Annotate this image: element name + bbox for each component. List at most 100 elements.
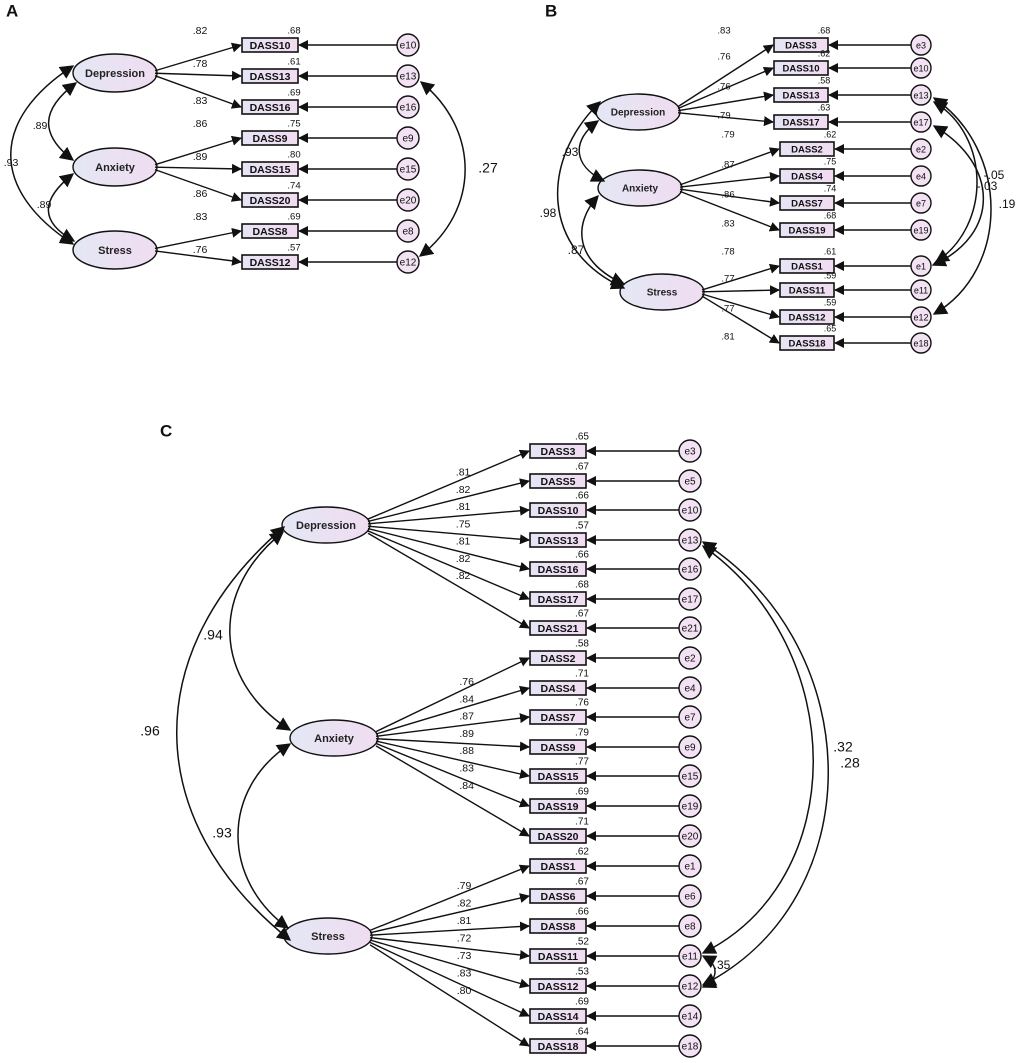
loading-value: .79 <box>717 111 730 122</box>
error-covariance-value: .19 <box>999 197 1016 211</box>
r-square-value: .69 <box>575 997 589 1008</box>
error-label: e6 <box>684 892 696 903</box>
loading-value: .84 <box>459 693 474 705</box>
error-label: e16 <box>682 565 699 576</box>
item-label: DASS10 <box>250 40 291 52</box>
loading-value: .87 <box>459 710 474 722</box>
r-square-value: .67 <box>575 877 589 888</box>
error-covariance-arrow <box>932 101 978 263</box>
error-label: e12 <box>913 312 928 322</box>
item-label: DASS20 <box>250 195 291 207</box>
error-circle <box>678 469 702 493</box>
error-label: e5 <box>684 477 696 488</box>
error-covariance-arrow <box>932 97 992 315</box>
error-circle <box>396 33 420 57</box>
item-label: DASS19 <box>789 226 826 237</box>
latent-depression-label: Depression <box>611 108 665 119</box>
item-label: DASS15 <box>538 771 579 783</box>
r-square-value: .52 <box>575 937 589 948</box>
r-square-value: .59 <box>824 270 837 280</box>
item-label: DASS12 <box>250 257 291 269</box>
factor-correlation-value: .93 <box>562 145 579 159</box>
loading-arrow <box>369 936 530 960</box>
item-label: DASS18 <box>538 1041 579 1053</box>
item-label: DASS8 <box>252 226 287 238</box>
item-label: DASS9 <box>252 133 287 145</box>
loading-value: .89 <box>459 728 474 740</box>
panel-c: CDepressionAnxietyStressDASS3.65.81e3DAS… <box>140 421 860 1058</box>
r-square-value: .62 <box>575 847 589 858</box>
item-label: DASS19 <box>538 801 579 813</box>
r-square-value: .71 <box>575 669 589 680</box>
error-circle <box>678 557 702 581</box>
error-label: e10 <box>913 63 928 73</box>
loading-value: .83 <box>721 219 734 230</box>
error-circle <box>910 192 932 214</box>
r-square-value: .76 <box>575 698 589 709</box>
loading-arrow <box>679 188 780 207</box>
error-label: e19 <box>913 225 928 235</box>
panel-label: C <box>160 421 172 440</box>
factor-correlation-arrow <box>581 194 626 286</box>
error-circle <box>678 914 702 938</box>
item-label: DASS10 <box>783 64 820 75</box>
r-square-value: .61 <box>287 57 300 68</box>
loading-value: .76 <box>717 82 730 93</box>
error-circle <box>678 854 702 878</box>
loading-arrow <box>375 657 530 733</box>
error-label: e7 <box>916 198 926 208</box>
error-label: e18 <box>913 338 928 348</box>
error-label: e12 <box>682 982 699 993</box>
error-circle <box>678 974 702 998</box>
loading-arrow <box>154 75 242 109</box>
error-circle <box>910 219 932 241</box>
r-square-value: .66 <box>575 907 589 918</box>
item-label: DASS11 <box>538 951 578 963</box>
error-circle <box>678 528 702 552</box>
error-circle <box>678 439 702 463</box>
loading-arrow <box>375 685 530 735</box>
loading-arrow <box>679 172 780 188</box>
item-label: DASS10 <box>538 505 579 517</box>
r-square-value: .64 <box>575 1027 589 1038</box>
panel-b: BDepressionAnxietyStressDASS3.68.83e3DAS… <box>540 1 1016 354</box>
loading-arrow <box>701 285 780 296</box>
r-square-value: .77 <box>575 757 589 768</box>
error-circle <box>910 255 932 277</box>
latent-anxiety-label: Anxiety <box>95 162 136 174</box>
error-label: e9 <box>402 134 414 145</box>
loading-arrow <box>369 939 530 989</box>
loading-value: .81 <box>456 501 471 513</box>
error-circle <box>910 332 932 354</box>
error-label: e13 <box>400 72 417 83</box>
loading-arrow <box>369 921 530 936</box>
error-label: e13 <box>682 536 699 547</box>
r-square-value: .80 <box>287 150 300 161</box>
r-square-value: .59 <box>824 297 837 307</box>
item-label: DASS3 <box>540 446 575 458</box>
error-label: e4 <box>684 684 696 695</box>
error-circle <box>910 84 932 106</box>
item-label: DASS16 <box>250 102 291 114</box>
item-label: DASS7 <box>791 199 823 210</box>
loading-value: .82 <box>456 553 471 565</box>
item-label: DASS8 <box>540 921 575 933</box>
error-circle <box>678 498 702 522</box>
item-label: DASS4 <box>540 683 575 695</box>
r-square-value: .58 <box>818 75 831 85</box>
error-circle <box>678 1034 702 1058</box>
latent-depression-label: Depression <box>296 520 356 532</box>
item-label: DASS15 <box>250 164 291 176</box>
loading-arrow <box>677 112 774 127</box>
error-circle <box>678 676 702 700</box>
loading-arrow <box>367 449 530 520</box>
error-label: e15 <box>400 165 417 176</box>
loading-arrow <box>701 295 780 344</box>
latent-stress-label: Stress <box>311 931 345 943</box>
error-label: e3 <box>916 40 926 50</box>
loading-value: .72 <box>457 933 472 945</box>
loading-arrow <box>154 135 242 166</box>
error-covariance-value: -.05 <box>984 168 1005 182</box>
error-circle <box>910 165 932 187</box>
loading-value: .87 <box>721 160 734 171</box>
